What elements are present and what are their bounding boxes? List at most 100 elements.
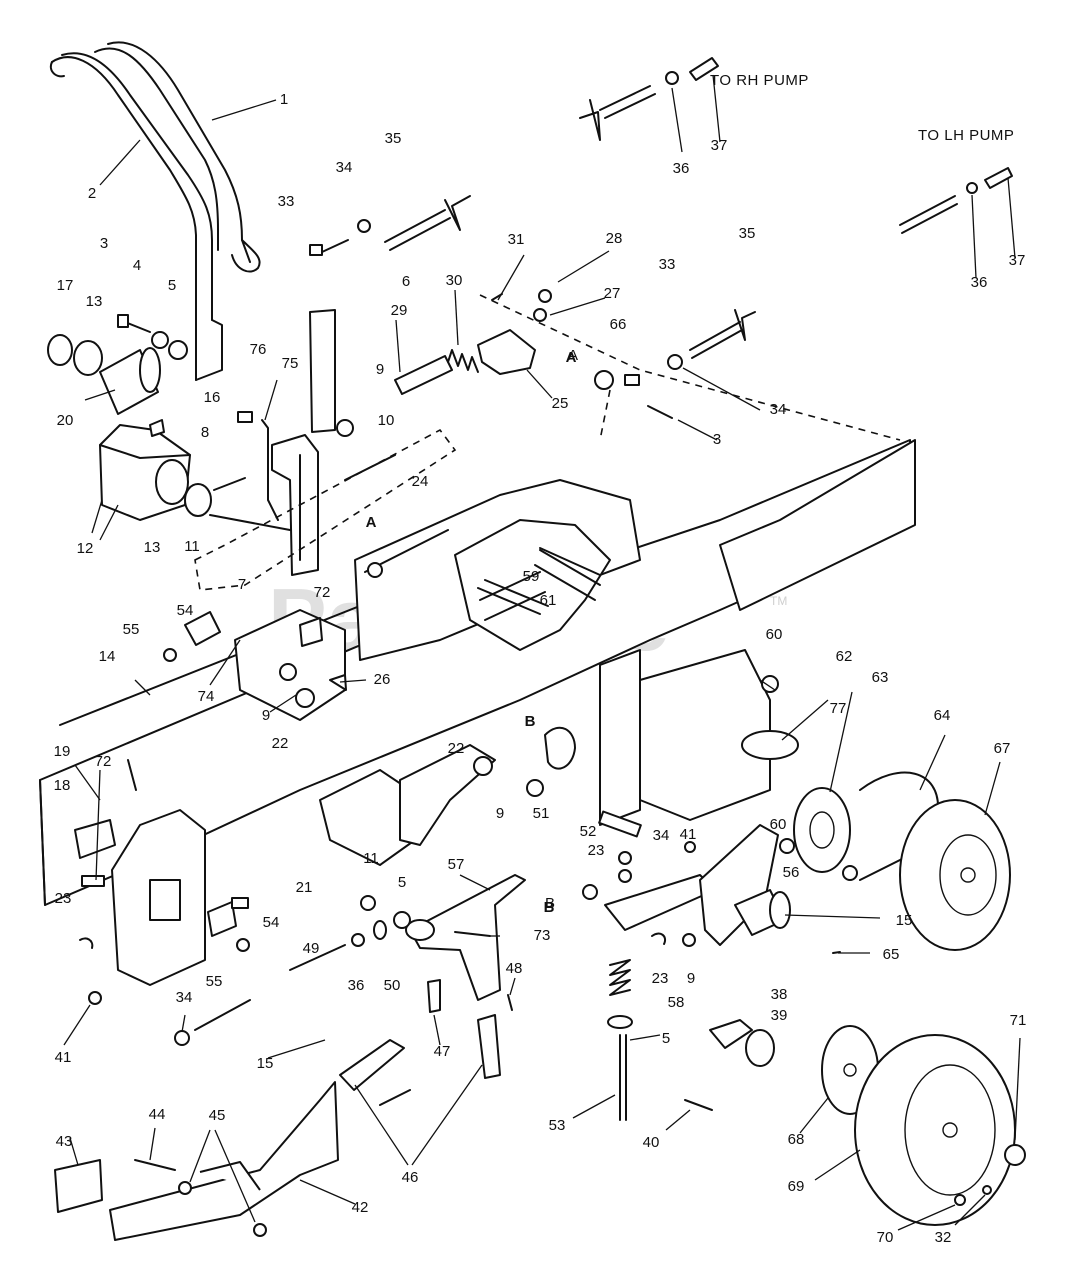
callout-number: 37 bbox=[711, 137, 728, 154]
callout-number: 23 bbox=[588, 842, 605, 859]
callout-number: 72 bbox=[314, 584, 331, 601]
bolt-24-head bbox=[367, 562, 383, 578]
callout-number: 26 bbox=[374, 671, 391, 688]
rod-49 bbox=[289, 944, 346, 971]
bolt-33-left bbox=[309, 244, 323, 256]
callout-number: 76 bbox=[250, 341, 267, 358]
arm-57 bbox=[405, 874, 526, 1001]
callout-number: 12 bbox=[77, 540, 94, 557]
callout-number: 6 bbox=[402, 273, 410, 290]
callout-number: 67 bbox=[994, 740, 1011, 757]
drum-67 bbox=[899, 799, 1011, 951]
callout-number: 21 bbox=[296, 879, 313, 896]
block-54-lower bbox=[207, 901, 237, 937]
callout-number: 7 bbox=[238, 576, 246, 593]
callout-number: 68 bbox=[788, 1131, 805, 1148]
callout-number: 13 bbox=[86, 293, 103, 310]
nut-28 bbox=[538, 289, 552, 303]
callout-number: 77 bbox=[830, 700, 847, 717]
bolt-3 bbox=[117, 314, 151, 333]
spring-30 bbox=[447, 349, 479, 373]
bushing-9-right bbox=[682, 933, 696, 947]
nut-34-right bbox=[667, 354, 683, 370]
bolt-61 bbox=[539, 547, 601, 576]
callout-number: 60 bbox=[770, 816, 787, 833]
callout-number: 36 bbox=[971, 274, 988, 291]
bolt-47-lower bbox=[379, 1089, 411, 1106]
callout-number: 54 bbox=[177, 602, 194, 619]
callout-number: 75 bbox=[282, 355, 299, 372]
bushing-22b bbox=[295, 688, 315, 708]
callout-number: 48 bbox=[506, 960, 523, 977]
fitting-60-lower bbox=[779, 838, 795, 854]
section-label: A bbox=[366, 514, 377, 531]
washer-4 bbox=[151, 331, 169, 349]
spring-58 bbox=[609, 959, 631, 996]
callout-number: 3 bbox=[713, 431, 721, 448]
arm-7 bbox=[271, 434, 319, 576]
callout-number: 10 bbox=[378, 412, 395, 429]
pin-38-39 bbox=[709, 1019, 775, 1067]
callout-number: 32 bbox=[935, 1229, 952, 1246]
callout-number: 11 bbox=[363, 850, 379, 867]
washer-34-right bbox=[618, 869, 632, 883]
bushing-9 bbox=[336, 419, 354, 437]
nut-34-lower bbox=[174, 1030, 190, 1046]
screw-55-top bbox=[163, 648, 177, 662]
callout-number: 2 bbox=[88, 185, 96, 202]
callout-number: 46 bbox=[402, 1169, 419, 1186]
bushing-9b bbox=[526, 779, 544, 797]
callout-number: 17 bbox=[57, 277, 74, 294]
callout-number: 70 bbox=[877, 1229, 894, 1246]
bracket-12 bbox=[99, 424, 191, 521]
callout-number: 59 bbox=[523, 568, 540, 585]
callout-number: 47 bbox=[434, 1043, 451, 1060]
callout-number: 41 bbox=[55, 1049, 72, 1066]
callout-number: 25 bbox=[552, 395, 569, 412]
callout-number: 18 bbox=[54, 777, 71, 794]
fitting-41-right bbox=[684, 841, 696, 853]
callout-number: 73 bbox=[534, 927, 551, 944]
callout-number: 16 bbox=[204, 389, 221, 406]
callout-number: 34 bbox=[336, 159, 353, 176]
bolt-76 bbox=[237, 411, 253, 423]
nut-45-a bbox=[178, 1181, 192, 1195]
clamp-lug-64 bbox=[842, 865, 858, 881]
callout-number: 9 bbox=[496, 805, 504, 822]
clip-23-right bbox=[582, 884, 598, 900]
main-frame bbox=[39, 294, 916, 986]
nut-36-rh bbox=[665, 71, 679, 85]
callout-number: 23 bbox=[55, 890, 72, 907]
pin-26 bbox=[329, 674, 347, 691]
cap-71 bbox=[1004, 1144, 1026, 1166]
callout-number: B bbox=[545, 895, 555, 912]
callout-number: 9 bbox=[687, 970, 695, 987]
callout-number: 15 bbox=[257, 1055, 274, 1072]
washer-5-right bbox=[607, 1015, 633, 1029]
callout-number: 33 bbox=[278, 193, 295, 210]
callout-number: 60 bbox=[766, 626, 783, 643]
callout-number: 5 bbox=[168, 277, 176, 294]
callout-number: 29 bbox=[391, 302, 408, 319]
section-label: A bbox=[566, 349, 577, 366]
bolt-73 bbox=[454, 931, 491, 937]
callout-number: 71 bbox=[1010, 1012, 1027, 1029]
link-46-left bbox=[339, 1039, 405, 1091]
note-rh-pump: TO RH PUMP bbox=[710, 72, 809, 89]
pad-43 bbox=[54, 1159, 103, 1213]
callout-number: 38 bbox=[771, 986, 788, 1003]
callout-number: 55 bbox=[206, 973, 223, 990]
callout-number: 22 bbox=[448, 740, 465, 757]
bushing-22 bbox=[473, 756, 493, 776]
callout-number: 30 bbox=[446, 272, 463, 289]
callout-number: 52 bbox=[580, 823, 597, 840]
callout-number: 72 bbox=[95, 753, 112, 770]
nut-70 bbox=[954, 1194, 966, 1206]
bolt-40 bbox=[684, 1099, 713, 1111]
callout-number: 63 bbox=[872, 669, 889, 686]
end-37-rh bbox=[689, 57, 719, 81]
callout-number: 3 bbox=[100, 235, 108, 252]
callout-number: 66 bbox=[610, 316, 627, 333]
